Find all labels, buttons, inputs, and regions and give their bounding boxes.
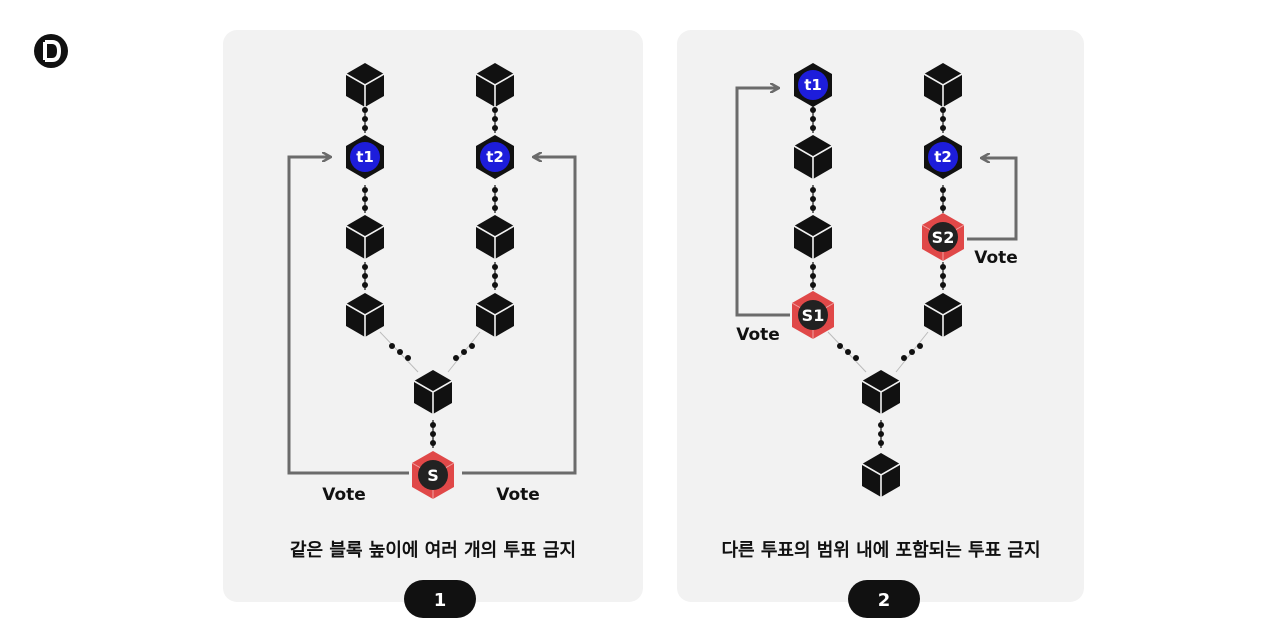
panel-1-caption: 같은 블록 높이에 여러 개의 투표 금지: [290, 540, 576, 561]
target-block-t2: t2: [476, 135, 514, 179]
t2-label: t2: [486, 148, 504, 166]
panel-1: t1 t2 S Vote Vote 같은 블록 높이에 여러 개의 투표 금지 …: [223, 30, 643, 618]
panel-2-caption: 다른 투표의 범위 내에 포함되는 투표 금지: [721, 539, 1040, 561]
vote-label-left: Vote: [322, 485, 366, 505]
t2-label: t2: [934, 148, 952, 166]
vote-label-s1: Vote: [736, 325, 780, 345]
t1-label: t1: [804, 76, 822, 94]
panel-2-background: [677, 30, 1084, 602]
vote-arrow-right: [462, 157, 577, 475]
panel-1-badge-number: 1: [434, 590, 447, 611]
vote-arrow-s2: [967, 158, 1018, 241]
vote-arrow-left: [287, 157, 409, 475]
source-block-s1: S1: [791, 290, 835, 340]
panel-2-badge-number: 2: [878, 590, 891, 611]
source-block-s: S: [411, 450, 455, 500]
vote-label-right: Vote: [496, 485, 540, 505]
panel-2-chain-links: [809, 104, 947, 449]
vote-arrow-s1: [735, 88, 790, 317]
target-block-t1: t1: [794, 63, 832, 107]
vote-label-s2: Vote: [974, 248, 1018, 268]
source-label: S: [427, 466, 439, 485]
target-block-t1: t1: [346, 135, 384, 179]
t1-label: t1: [356, 148, 374, 166]
panel-2-badge: 2: [848, 580, 920, 618]
s2-label: S2: [932, 228, 955, 247]
panel-2: t1 t2 S1 S2 Vote Vote 다른 투표의 범위 내에 포함되는 …: [677, 30, 1084, 618]
panel-1-chain-links: [361, 104, 499, 449]
panel-1-background: [223, 30, 643, 602]
target-block-t2: t2: [924, 135, 962, 179]
brand-logo-icon[interactable]: [34, 34, 68, 68]
panel-1-badge: 1: [404, 580, 476, 618]
s1-label: S1: [802, 306, 825, 325]
source-block-s2: S2: [921, 212, 965, 262]
